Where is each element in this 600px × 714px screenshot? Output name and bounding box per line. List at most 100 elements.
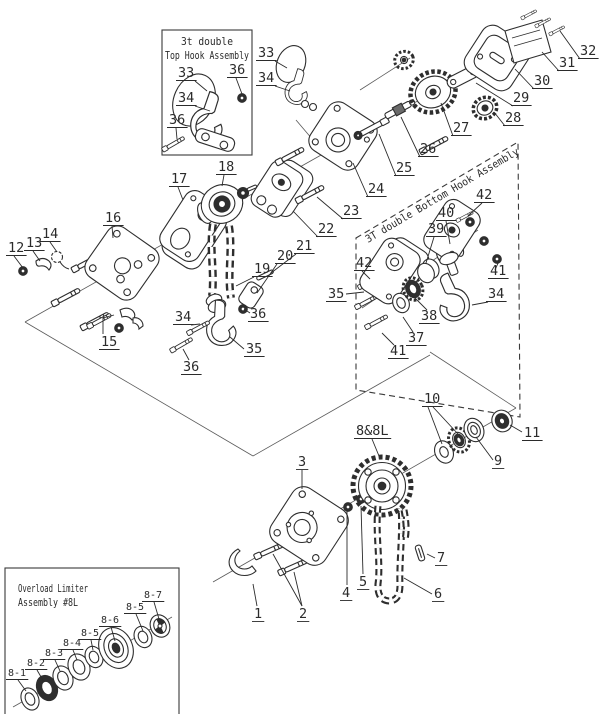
- overload-limiter-box: [4, 567, 180, 714]
- part-label-26: 26: [420, 141, 436, 157]
- part-8-3-ring: [52, 665, 74, 691]
- part-41-nut: [465, 217, 475, 227]
- part-label-29: 29: [513, 90, 529, 106]
- leader-line: [316, 196, 344, 220]
- part-label-36: 36: [169, 112, 185, 128]
- part-label-8-3: 8-3: [45, 648, 63, 659]
- leader-line: [475, 436, 494, 461]
- part-8-2-ring: [35, 674, 59, 702]
- leader-line: [425, 236, 435, 264]
- part-14-spring: [50, 250, 70, 270]
- leader-line: [177, 186, 184, 201]
- part-22-hanger: [250, 159, 314, 218]
- leader-line: [361, 270, 371, 280]
- part-label-8-2: 8-2: [27, 658, 45, 669]
- leader-line: [274, 85, 291, 92]
- part-8-5-ring: [84, 645, 104, 669]
- part-8-5-ring: [133, 625, 153, 649]
- part-label-42: 42: [476, 187, 492, 203]
- leader-line: [229, 336, 245, 350]
- part-label-10: 10: [424, 391, 440, 407]
- leader-line: [272, 553, 303, 607]
- part-label-35: 35: [328, 286, 344, 302]
- leader-line: [270, 253, 297, 274]
- leader-line: [111, 225, 114, 239]
- assembly-boxes: [4, 29, 521, 714]
- part-8-hand-wheel: [350, 454, 414, 518]
- leader-line: [293, 571, 303, 607]
- part-label-13: 13: [26, 235, 42, 251]
- leader-line: [54, 659, 61, 672]
- part-label-8-1: 8-1: [8, 668, 26, 679]
- part-28-gear: [471, 95, 499, 121]
- part-label-12: 12: [8, 240, 24, 256]
- part-label-33: 33: [258, 45, 274, 61]
- leader-line: [345, 291, 365, 295]
- leader-line: [514, 68, 535, 90]
- part-label-4: 4: [342, 585, 350, 601]
- part-1-chain-guide: [228, 548, 257, 577]
- leader-line: [494, 260, 500, 271]
- part-label-1: 1: [254, 606, 262, 622]
- part-label-6: 6: [434, 586, 442, 602]
- part-label-8-5: 8-5: [81, 628, 99, 639]
- leader-line: [352, 162, 369, 198]
- parts: [18, 8, 566, 711]
- leader-line: [360, 505, 364, 575]
- leader-line: [274, 60, 288, 69]
- part-label-39: 39: [428, 221, 444, 237]
- part-label-41: 41: [490, 263, 506, 279]
- part-label-2: 2: [299, 606, 307, 622]
- leader-line: [235, 276, 255, 287]
- part-label-36: 36: [250, 306, 266, 322]
- part-19-load-chain: [207, 223, 235, 299]
- leader-line: [110, 626, 116, 642]
- leader-line: [182, 348, 190, 361]
- part-label-42: 42: [356, 255, 372, 271]
- part-35-bottom-hook: [168, 293, 248, 354]
- part-7-chain-clip: [414, 544, 426, 562]
- part-label-30: 30: [534, 73, 550, 89]
- part-41-nut: [492, 254, 502, 264]
- leader-line: [440, 102, 454, 137]
- part-label-8-5: 8-5: [126, 602, 144, 613]
- part-label-33: 33: [178, 65, 194, 81]
- part-9-ratchet-disc: [463, 417, 485, 443]
- part-label-22: 22: [318, 221, 334, 237]
- leader-line: [427, 406, 443, 445]
- part-label-32: 32: [580, 43, 596, 59]
- part-4-nut: [343, 502, 353, 512]
- part-label-40: 40: [438, 205, 454, 221]
- leader-line: [194, 80, 208, 92]
- leader-line: [194, 105, 211, 112]
- part-18-chain-sprocket: [197, 184, 258, 224]
- part-34-hook: [429, 251, 475, 326]
- leader-line: [17, 679, 27, 692]
- leader-line: [256, 263, 278, 294]
- part-label-7: 7: [437, 550, 445, 566]
- leader-line: [49, 241, 58, 253]
- leader-line: [378, 133, 397, 177]
- leader-line: [13, 255, 24, 269]
- overload-box-title-line2: Assembly #8L: [18, 597, 78, 609]
- part-label-34: 34: [178, 90, 194, 106]
- leader-line: [403, 577, 433, 595]
- part-label-16: 16: [105, 210, 121, 226]
- part-29-pinion: [393, 49, 415, 71]
- leader-line: [371, 438, 380, 457]
- part-label-8-7: 8-7: [144, 590, 162, 601]
- leader-line: [426, 553, 436, 559]
- leader-line: [445, 220, 451, 245]
- part-label-34: 34: [258, 70, 274, 86]
- part-label-23: 23: [343, 203, 359, 219]
- part-15-pawl-group: [85, 307, 144, 333]
- part-6-hand-chain: [373, 505, 410, 605]
- overload-box-title-line1: Overload Limiter: [18, 583, 88, 595]
- leader-line: [381, 332, 395, 346]
- leader-line: [72, 649, 78, 661]
- part-31-nameplate: [504, 19, 552, 64]
- part-label-5: 5: [359, 574, 367, 590]
